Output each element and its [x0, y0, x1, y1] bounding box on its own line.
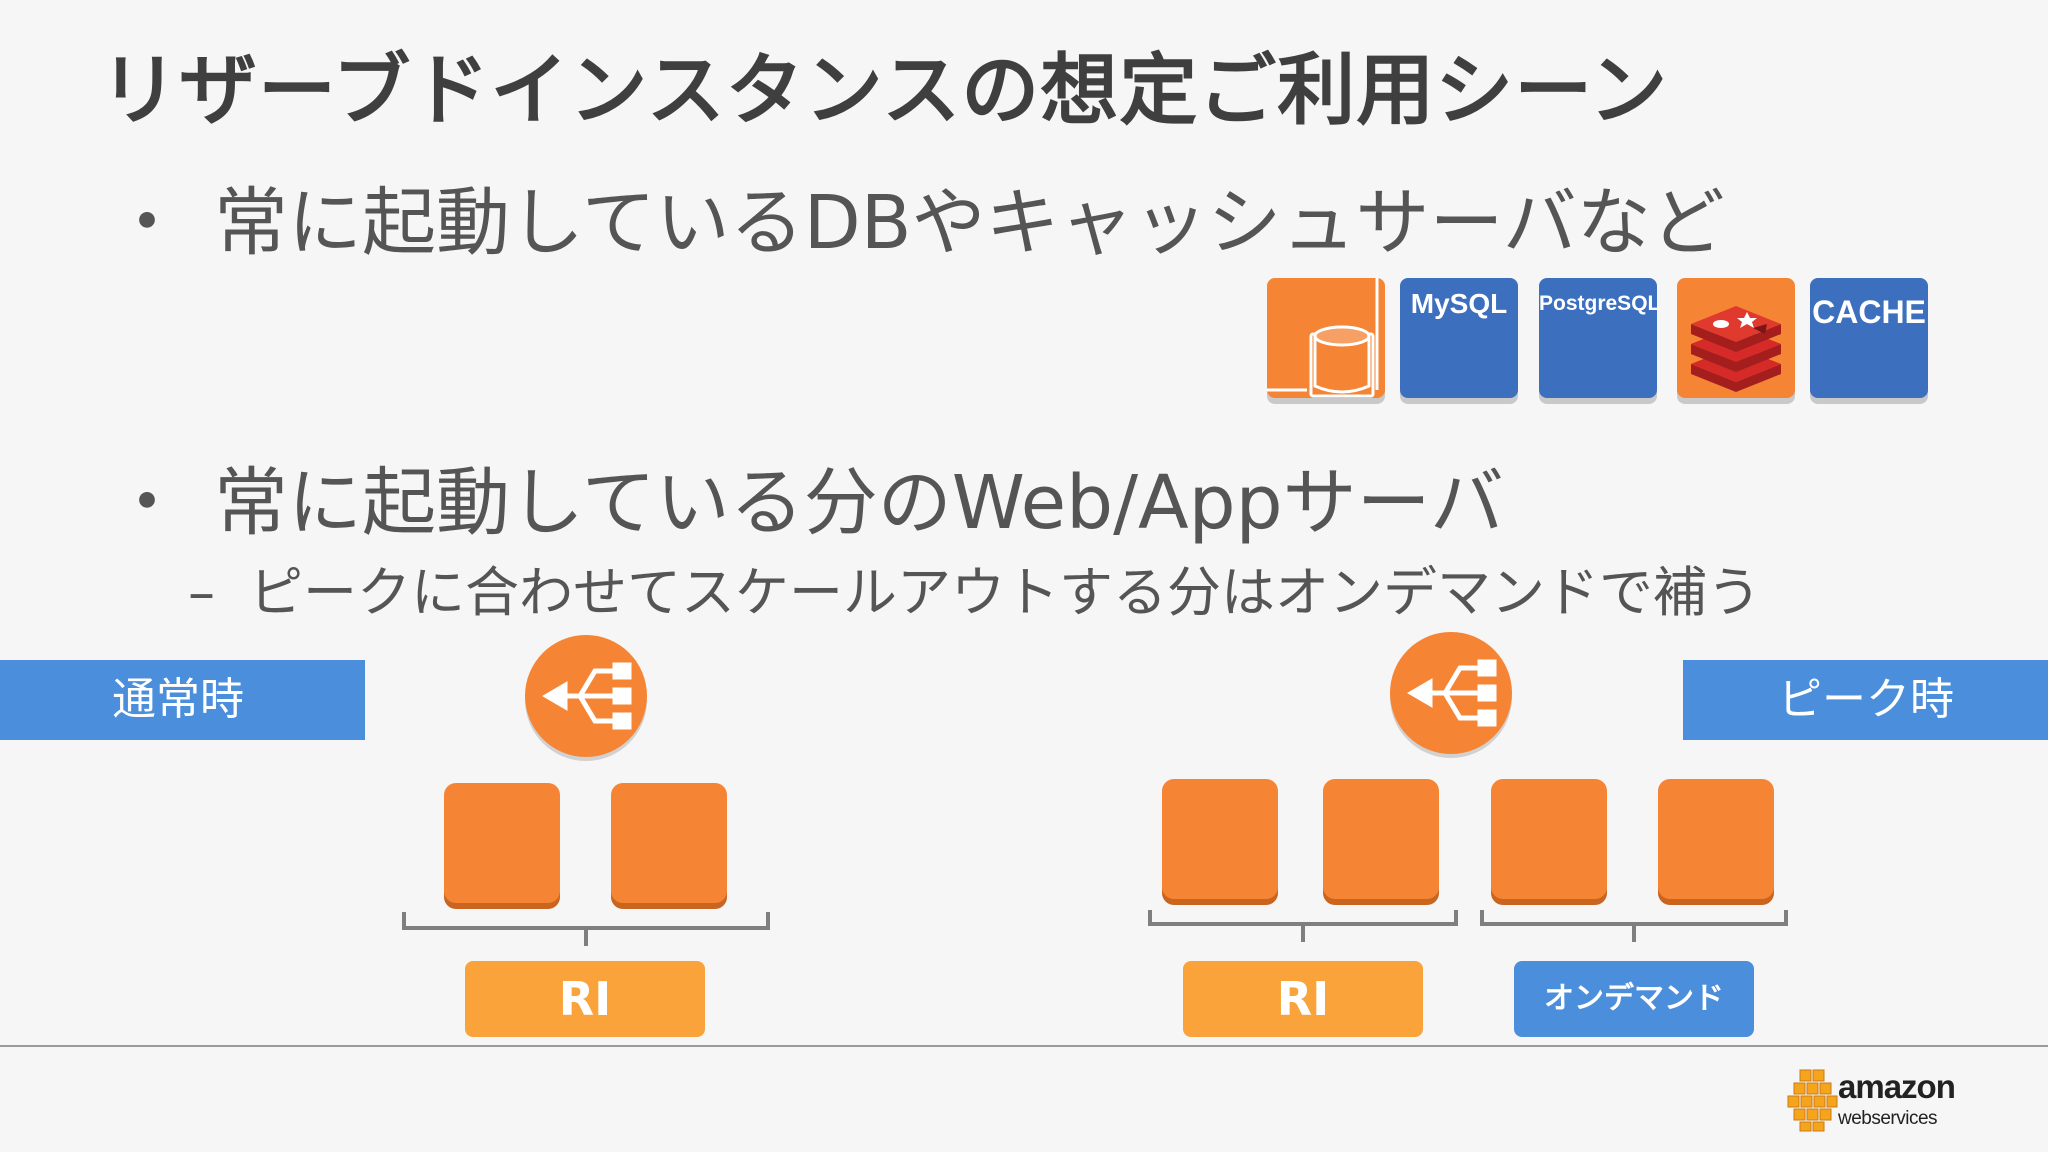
- rds-database-icon: [1267, 278, 1385, 398]
- ec2-instance-icon: [1162, 779, 1278, 899]
- load-balancer-icon: [1390, 632, 1512, 754]
- ec2-instance-icon: [444, 783, 560, 903]
- ec2-instance-icon: [611, 783, 727, 903]
- bullet-db-cache: ・常に起動しているDBやキャッシュサーバなど: [110, 163, 1725, 270]
- mysql-icon: MySQL: [1400, 278, 1518, 398]
- footer-divider: [0, 1045, 2048, 1047]
- ec2-instance-icon: [1658, 779, 1774, 899]
- ec2-instance-icon: [1491, 779, 1607, 899]
- normal-time-label: 通常時: [0, 660, 365, 740]
- logo-word-webservices: webservices: [1838, 1108, 1938, 1129]
- ri-label-normal: RI: [465, 961, 705, 1037]
- aws-logo: amazon webservices: [1786, 1068, 1956, 1132]
- bullet-dot: ・: [110, 180, 184, 266]
- sub-bullet-dash: –: [188, 561, 215, 624]
- peak-time-label: ピーク時: [1683, 660, 2048, 740]
- ri-bracket-peak: [1148, 910, 1458, 926]
- sub-bullet-text: ピークに合わせてスケールアウトする分はオンデマンドで補う: [249, 561, 1761, 624]
- ri-label-peak: RI: [1183, 961, 1423, 1037]
- logo-word-amazon: amazon: [1838, 1068, 1956, 1105]
- cache-label: CACHE: [1812, 294, 1926, 330]
- on-demand-label: オンデマンド: [1514, 961, 1754, 1037]
- postgresql-label: PostgreSQL: [1539, 292, 1661, 315]
- bullet-web-app-text: 常に起動している分のWeb/Appサーバ: [214, 460, 1504, 546]
- slide-title: リザーブドインスタンスの想定ご利用シーン: [100, 46, 1669, 136]
- sub-bullet-on-demand: –ピークに合わせてスケールアウトする分はオンデマンドで補う: [188, 548, 1761, 627]
- bullet-dot: ・: [110, 460, 184, 546]
- ri-bracket-normal: [402, 912, 770, 930]
- cache-icon: CACHE: [1810, 278, 1928, 398]
- bullet-web-app: ・常に起動している分のWeb/Appサーバ: [110, 443, 1504, 550]
- bullet-db-cache-text: 常に起動しているDBやキャッシュサーバなど: [214, 180, 1725, 266]
- redis-icon: [1677, 278, 1795, 398]
- postgresql-icon: PostgreSQL: [1539, 278, 1661, 398]
- on-demand-bracket: [1480, 910, 1788, 926]
- mysql-label: MySQL: [1410, 288, 1508, 319]
- load-balancer-icon: [525, 635, 647, 757]
- ec2-instance-icon: [1323, 779, 1439, 899]
